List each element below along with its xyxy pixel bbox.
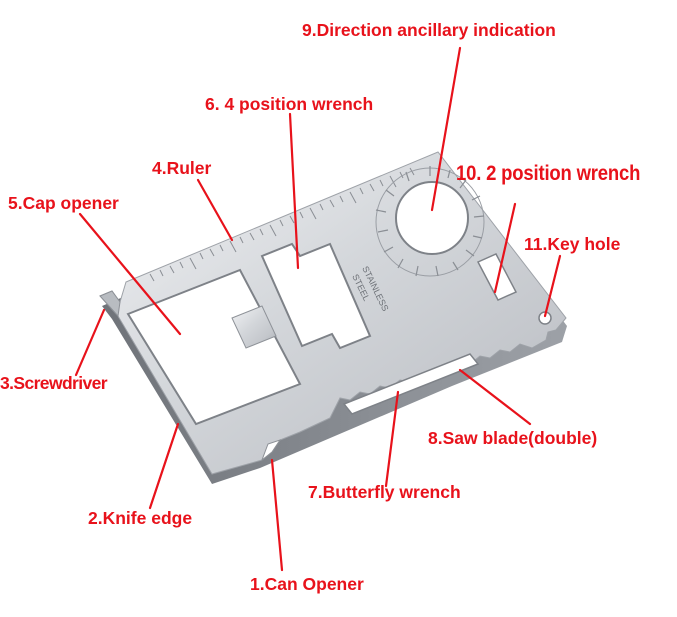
leader-saw [458,368,532,426]
screwdriver-tip [99,290,121,318]
label-four-position-wrench: 6. 4 position wrench [205,94,374,114]
label-ruler: 4.Ruler [152,158,212,178]
ruler-ticks [149,167,415,282]
leader-screwdriver [74,308,106,377]
label-screwdriver: 3.Screwdriver [0,373,108,393]
leader-lines [74,46,562,572]
label-two-position-wrench: 10. 2 position wrench [456,162,641,185]
four-position-wrench-cutout [260,242,372,350]
label-direction-ancillary-indication: 9.Direction ancillary indication [302,20,556,40]
label-butterfly-wrench: 7.Butterfly wrench [308,482,461,502]
can-opener-notch [260,439,282,462]
leader-two-wrench [493,202,517,294]
butterfly-wrench-slot [342,353,480,415]
label-can-opener: 1.Can Opener [250,574,364,594]
label-cap-opener: 5.Cap opener [8,193,119,213]
leader-four-wrench [288,112,300,270]
leader-can-opener [270,458,284,572]
leader-key-hole [543,254,562,318]
cap-opener-bridge [231,305,277,349]
leader-ruler [196,178,234,242]
leader-butterfly [384,390,400,488]
direction-dial [375,166,485,277]
small-slot [476,253,518,301]
two-position-wrench-hole [395,181,469,255]
label-saw-blade: 8.Saw blade(double) [428,428,598,448]
leader-cap-opener [78,212,182,336]
label-key-hole: 11.Key hole [524,234,621,254]
label-knife-edge: 2.Knife edge [88,508,193,528]
leader-direction [430,46,462,212]
leader-knife [148,422,180,510]
